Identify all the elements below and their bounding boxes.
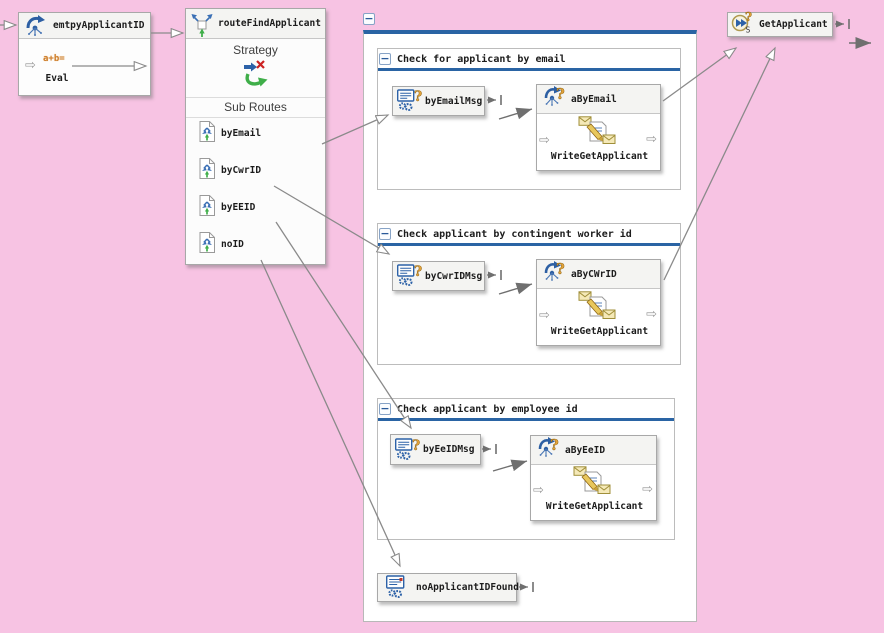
- eval-label[interactable]: Eval: [45, 73, 69, 84]
- node-byEeIDMsg[interactable]: ? byEeIDMsg: [390, 434, 481, 465]
- round-robin-strategy-icon[interactable]: [241, 58, 271, 92]
- section-title: Check for applicant by email: [397, 53, 566, 65]
- sub-route-item-byCwrID[interactable]: byCwrID: [199, 158, 261, 179]
- section-accent-bar: [378, 243, 680, 246]
- s-badge: S: [746, 26, 751, 35]
- query-glyph: ?: [414, 89, 422, 105]
- flow-in-arrow-icon: ⇨: [533, 483, 544, 498]
- section-collapse-icon[interactable]: −: [379, 403, 391, 415]
- query-glyph: ?: [414, 264, 422, 280]
- sub-route-icon: [199, 195, 215, 216]
- collapse-glyph: −: [380, 52, 390, 65]
- router-title: routeFindApplicant: [218, 18, 321, 29]
- flow-icon: [25, 15, 47, 41]
- chain-header[interactable]: ? aByEmail: [537, 84, 660, 114]
- node-byEmailMsg[interactable]: ? byEmailMsg: [392, 86, 485, 116]
- strategy-section-label: Strategy: [233, 43, 278, 57]
- write-template-icon: [572, 466, 612, 504]
- entry-flow-node[interactable]: emtpyApplicantID ⇨ a+b= Eval: [18, 12, 151, 96]
- router-header[interactable]: routeFindApplicant: [186, 9, 325, 39]
- section-collapse-icon[interactable]: −: [379, 228, 391, 240]
- divider: [186, 117, 325, 118]
- write-template-icon: [577, 291, 617, 329]
- section-collapse-icon[interactable]: −: [379, 53, 391, 65]
- query-glyph: ?: [556, 86, 565, 103]
- entry-flow-header[interactable]: emtpyApplicantID: [19, 13, 150, 39]
- node-label: GetApplicant: [759, 19, 828, 30]
- chain-header[interactable]: ? aByEeID: [531, 435, 656, 465]
- flow-in-arrow-icon: ⇨: [539, 308, 550, 323]
- child-label[interactable]: WriteGetApplicant: [545, 501, 644, 512]
- query-glyph: ?: [412, 438, 420, 454]
- router-node[interactable]: routeFindApplicant Strategy Sub Routes b…: [185, 8, 326, 265]
- message-properties-icon: ?: [396, 87, 423, 115]
- message-properties-icon: ?: [396, 262, 423, 290]
- scope-collapse-icon[interactable]: −: [363, 13, 375, 25]
- node-label: aByCWrID: [571, 268, 617, 280]
- write-template-icon: [577, 116, 617, 154]
- section-title: Check applicant by employee id: [397, 403, 578, 415]
- flow-in-arrow-icon: ⇨: [25, 58, 36, 73]
- flow-out-arrow-icon: ⇨: [646, 132, 657, 147]
- synchronous-flow-icon: ? S: [731, 10, 757, 38]
- node-label: byEeIDMsg: [423, 444, 475, 455]
- sub-route-item-label: byEmail: [221, 128, 262, 139]
- node-label: noApplicantIDFound: [416, 582, 519, 593]
- message-flag-icon: [385, 574, 413, 602]
- sub-route-item-byEEID[interactable]: byEEID: [199, 195, 255, 216]
- eval-expression-icon: a+b=: [43, 54, 65, 64]
- chain-flow-icon: ?: [537, 435, 561, 464]
- divider: [186, 97, 325, 98]
- flow-in-arrow-icon: ⇨: [539, 133, 550, 148]
- node-label: aByEeID: [565, 444, 606, 456]
- node-GetApplicant[interactable]: ? S GetApplicant: [727, 10, 833, 38]
- sub-route-icon: [199, 232, 215, 253]
- child-label[interactable]: WriteGetApplicant: [550, 326, 649, 337]
- chain-header[interactable]: ? aByCWrID: [537, 259, 660, 289]
- node-label: byCwrIDMsg: [425, 270, 483, 282]
- node-noApplicantIDFound[interactable]: noApplicantIDFound: [377, 573, 519, 602]
- query-glyph: ?: [745, 11, 752, 24]
- sub-route-item-noID[interactable]: noID: [199, 232, 244, 253]
- query-glyph: ?: [550, 437, 559, 454]
- flow-out-arrow-icon: ⇨: [646, 307, 657, 322]
- node-byCwrIDMsg[interactable]: ? byCwrIDMsg: [392, 261, 485, 291]
- chain-flow-icon: ?: [543, 84, 567, 113]
- child-label[interactable]: WriteGetApplicant: [550, 151, 649, 162]
- sub-route-item-label: byCwrID: [221, 165, 262, 176]
- section-accent-bar: [378, 418, 674, 421]
- sub-route-icon: [199, 121, 215, 142]
- node-label: byEmailMsg: [425, 95, 483, 107]
- message-properties-icon: ?: [394, 436, 421, 464]
- router-icon: [190, 12, 214, 42]
- collapse-glyph: −: [380, 402, 390, 415]
- query-glyph: ?: [556, 261, 565, 278]
- sub-route-item-byEmail[interactable]: byEmail: [199, 121, 261, 142]
- node-aByEeID[interactable]: ? aByEeID ⇨ ⇨ WriteGetApplicant: [530, 435, 657, 521]
- sub-route-icon: [199, 158, 215, 179]
- collapse-glyph: −: [380, 227, 390, 240]
- sub-routes-label: Sub Routes: [224, 100, 287, 114]
- sub-route-item-label: byEEID: [221, 202, 256, 213]
- collapse-glyph: −: [364, 12, 374, 25]
- node-aByCWrID[interactable]: ? aByCWrID ⇨ ⇨ WriteGetApplicant: [536, 259, 661, 346]
- section-accent-bar: [378, 68, 680, 71]
- chain-flow-icon: ?: [543, 259, 567, 288]
- node-label: aByEmail: [571, 93, 617, 105]
- node-aByEmail[interactable]: ? aByEmail ⇨ ⇨ WriteGetApplicant: [536, 84, 661, 171]
- sub-route-item-label: noID: [221, 239, 244, 250]
- entry-flow-title: emtpyApplicantID: [53, 20, 145, 31]
- section-title: Check applicant by contingent worker id: [397, 228, 632, 240]
- flow-out-arrow-icon: ⇨: [642, 482, 653, 497]
